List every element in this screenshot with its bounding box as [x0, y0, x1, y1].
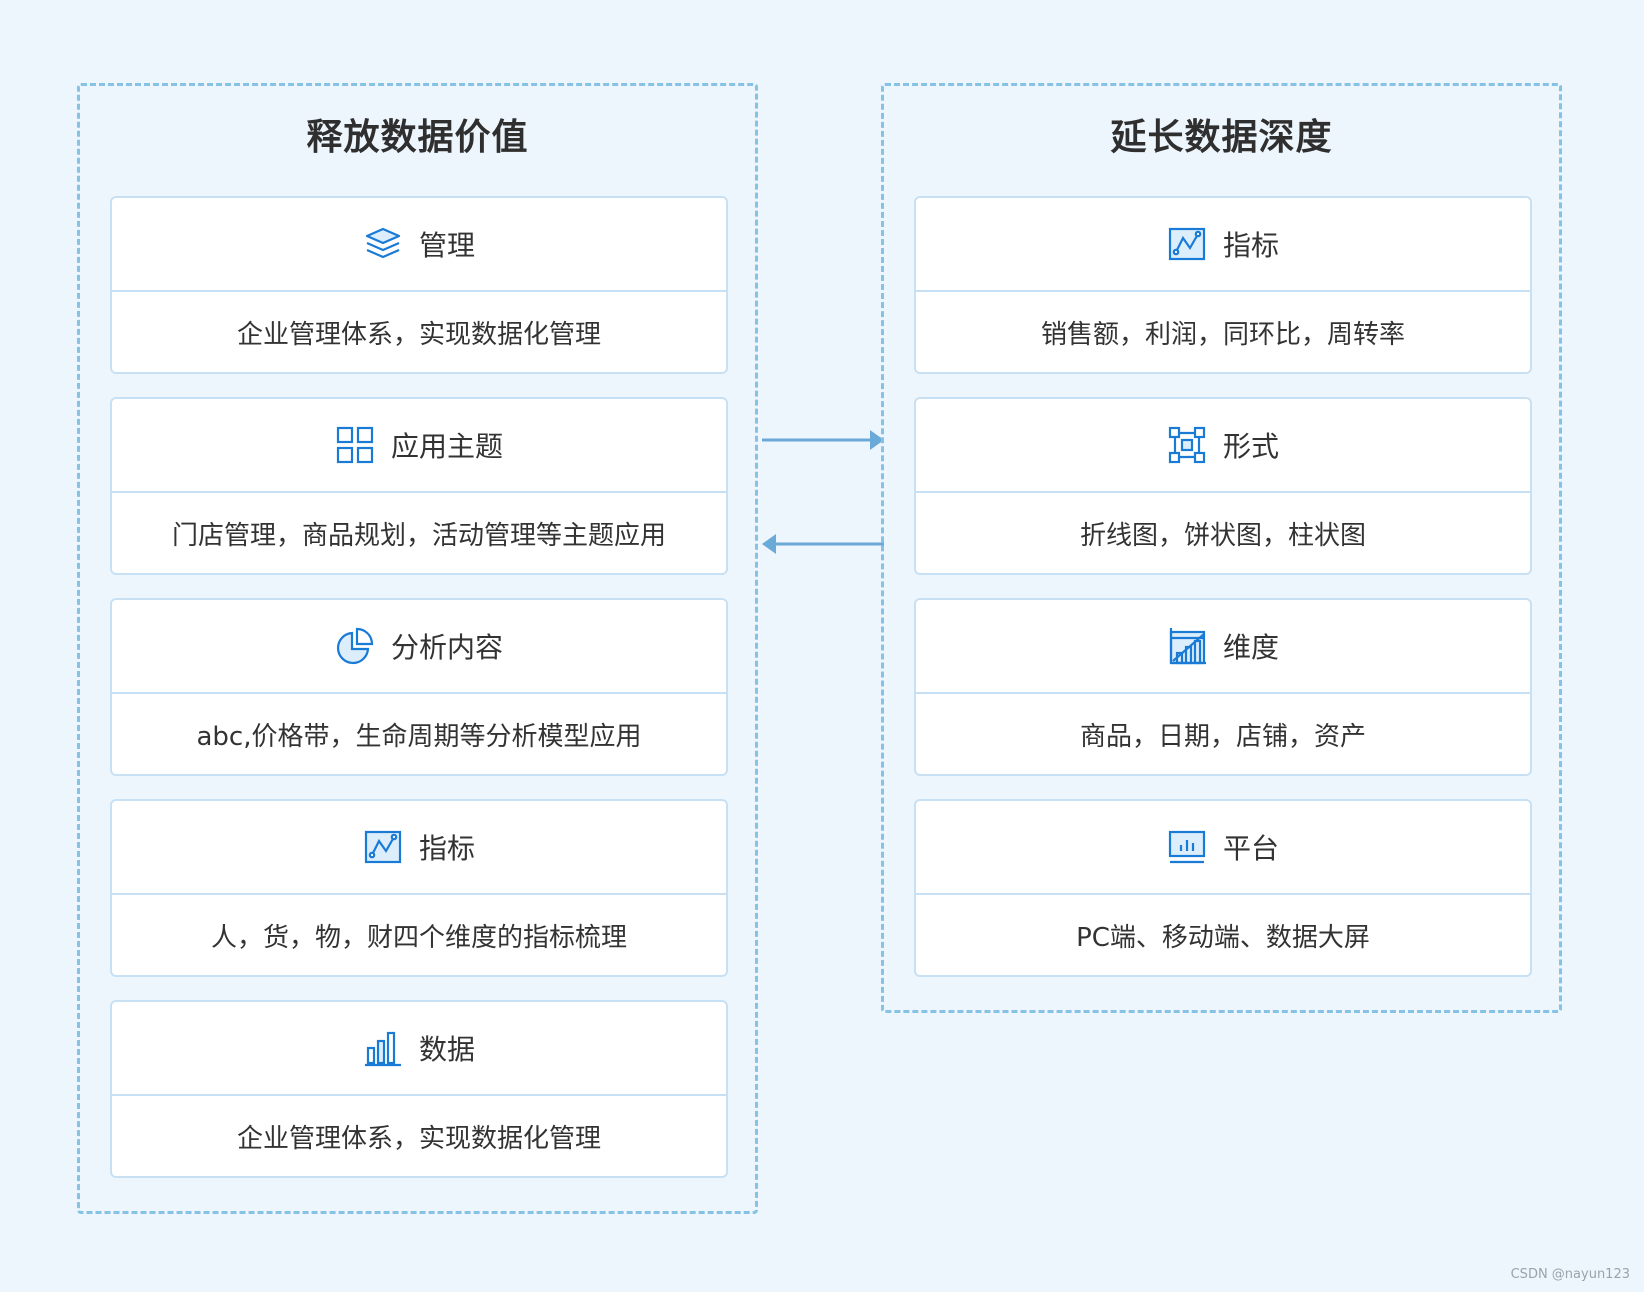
card-label: 指标 — [418, 832, 475, 865]
frame-select-icon — [1167, 425, 1207, 465]
line-chart-icon — [1167, 224, 1207, 264]
card-description: abc,价格带，生命周期等分析模型应用 — [196, 721, 642, 752]
dimension-chart-icon — [1167, 626, 1207, 666]
card-analysis: 分析内容 abc,价格带，生命周期等分析模型应用 — [110, 598, 728, 776]
watermark: CSDN @nayun123 — [1510, 1267, 1630, 1282]
card-description: 人，货，物，财四个维度的指标梳理 — [210, 922, 627, 953]
card-data: 数据 企业管理体系，实现数据化管理 — [110, 1000, 728, 1178]
card-header: 分析内容 — [112, 600, 726, 694]
card-header: 指标 — [112, 801, 726, 895]
card-description: 企业管理体系，实现数据化管理 — [236, 1123, 601, 1154]
card-form: 形式 折线图，饼状图，柱状图 — [914, 397, 1532, 575]
grid-icon — [335, 425, 375, 465]
card-header: 管理 — [112, 198, 726, 292]
card-header: 指标 — [916, 198, 1530, 292]
line-chart-icon — [363, 827, 403, 867]
card-description: 门店管理，商品规划，活动管理等主题应用 — [171, 520, 666, 551]
card-description: PC端、移动端、数据大屏 — [1076, 922, 1370, 953]
pie-chart-icon — [335, 626, 375, 666]
panel-title: 释放数据价值 — [306, 117, 529, 158]
card-label: 管理 — [418, 229, 475, 262]
card-header: 应用主题 — [112, 399, 726, 493]
card-header: 形式 — [916, 399, 1530, 493]
card-label: 应用主题 — [390, 430, 503, 463]
card-app-theme: 应用主题 门店管理，商品规划，活动管理等主题应用 — [110, 397, 728, 575]
card-label: 指标 — [1222, 229, 1279, 262]
card-label: 数据 — [418, 1033, 475, 1066]
bar-chart-icon — [363, 1028, 403, 1068]
card-header: 维度 — [916, 600, 1530, 694]
arrow-left-icon — [762, 534, 884, 554]
monitor-chart-icon — [1167, 827, 1207, 867]
card-dimension: 维度 商品，日期，店铺，资产 — [914, 598, 1532, 776]
card-description: 折线图，饼状图，柱状图 — [1079, 520, 1366, 551]
layers-icon — [363, 224, 403, 264]
card-description: 销售额，利润，同环比，周转率 — [1040, 319, 1405, 350]
card-header: 数据 — [112, 1002, 726, 1096]
panel-title: 延长数据深度 — [1110, 117, 1333, 158]
card-indicator: 指标 人，货，物，财四个维度的指标梳理 — [110, 799, 728, 977]
card-label: 维度 — [1222, 631, 1279, 664]
card-description: 商品，日期，店铺，资产 — [1079, 721, 1366, 752]
card-label: 平台 — [1222, 832, 1279, 865]
card-label: 形式 — [1222, 430, 1279, 463]
card-header: 平台 — [916, 801, 1530, 895]
card-indicator: 指标 销售额，利润，同环比，周转率 — [914, 196, 1532, 374]
card-management: 管理 企业管理体系，实现数据化管理 — [110, 196, 728, 374]
arrow-right-icon — [762, 430, 884, 450]
right-panel: 延长数据深度 指标 销售额，利润，同环比，周转率 — [881, 83, 1562, 1013]
card-description: 企业管理体系，实现数据化管理 — [236, 319, 601, 350]
left-panel: 释放数据价值 管理 企业管理体系，实现数据化管理 应用主题 门店管理，商品规划，… — [77, 83, 758, 1214]
card-platform: 平台 PC端、移动端、数据大屏 — [914, 799, 1532, 977]
card-label: 分析内容 — [390, 631, 503, 664]
